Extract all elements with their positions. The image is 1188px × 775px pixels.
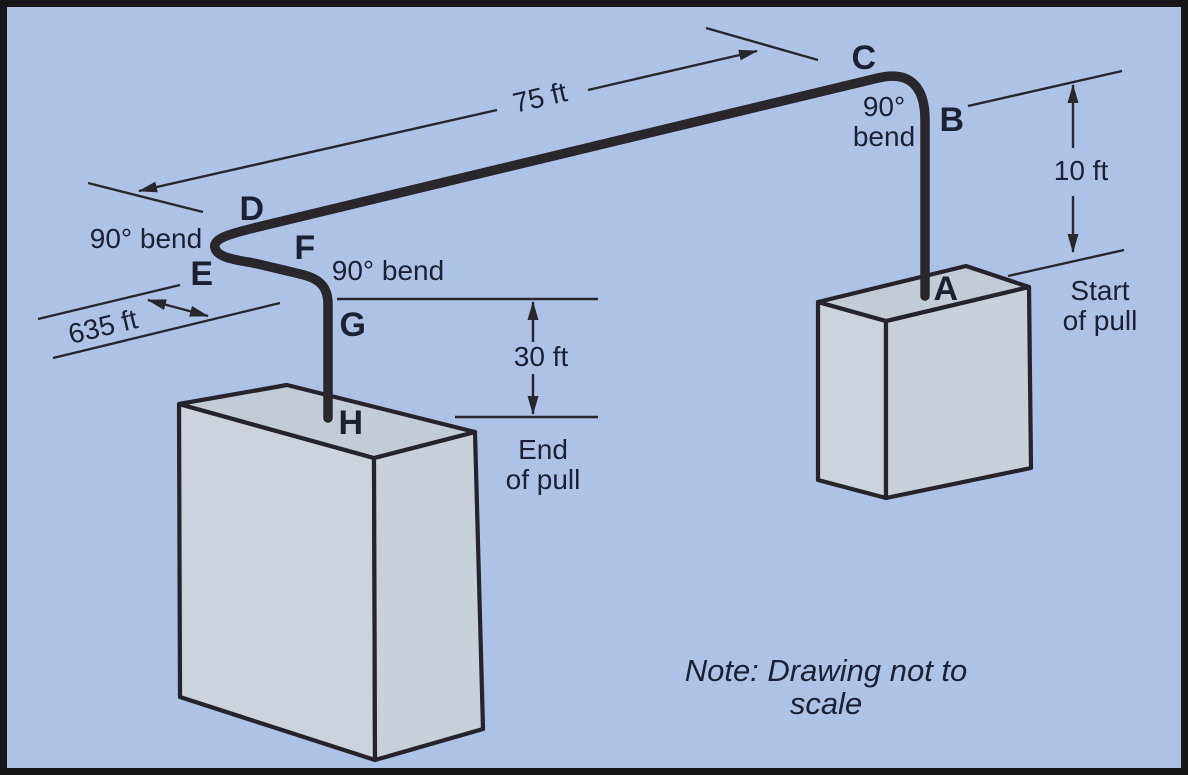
extension-10ft-top [967, 69, 1123, 108]
pull-box-end-side-face [371, 429, 486, 763]
extension-75ft-right [705, 26, 819, 62]
dimension-75ft-right-arrow [587, 49, 758, 92]
point-label-d: D [239, 189, 265, 228]
dimension-635ft-double-arrow [147, 298, 209, 318]
extension-75ft-left [87, 181, 204, 214]
point-label-f: F [294, 228, 316, 267]
end-of-pull-label: End of pull [505, 434, 581, 495]
point-label-g: G [339, 305, 367, 344]
dimension-label-10ft: 10 ft [1053, 155, 1109, 187]
point-label-e: E [190, 254, 214, 293]
dimension-75ft-left-arrow [138, 108, 498, 193]
pull-box-start-side-face [883, 284, 1034, 501]
bend-label-bc: 90° bend [852, 91, 916, 152]
point-label-b: B [939, 100, 965, 139]
conduit-path [210, 71, 930, 423]
not-to-scale-note: Note: Drawing not to scale [684, 652, 968, 721]
pull-box-start-front-face [815, 299, 889, 501]
bend-label-de: 90° bend [89, 223, 203, 255]
dimension-lines [138, 49, 1079, 415]
bend-label-fg: 90° bend [331, 255, 445, 287]
extension-lines [37, 26, 1125, 419]
extension-10ft-bottom [1007, 248, 1125, 278]
dimension-label-30ft: 30 ft [513, 341, 569, 373]
point-label-c: C [851, 38, 877, 77]
extension-635ft-top [37, 283, 181, 321]
point-label-a: A [933, 269, 959, 308]
pull-box-start [815, 263, 1034, 501]
point-label-h: H [338, 403, 364, 442]
extension-635ft-bottom [52, 301, 281, 360]
pull-box-end-front-face [176, 401, 378, 763]
pull-box-end [176, 382, 486, 763]
start-of-pull-label: Start of pull [1062, 275, 1138, 336]
